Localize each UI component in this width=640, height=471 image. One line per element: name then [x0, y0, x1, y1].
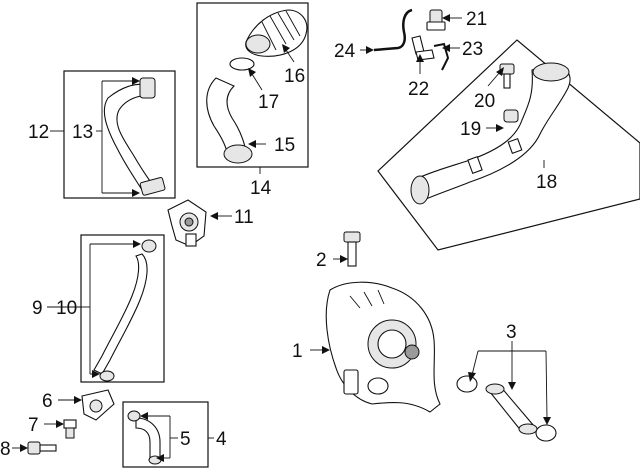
ring-17-part	[229, 57, 255, 71]
hose-5-part	[127, 410, 162, 465]
hose-3-part	[456, 375, 557, 442]
callout-5: 5	[180, 429, 191, 450]
callout-18: 18	[536, 172, 557, 193]
callout-10: 10	[56, 298, 77, 319]
tube-24-part	[373, 8, 413, 52]
callout-16: 16	[284, 66, 305, 87]
water-pump-1-part	[325, 281, 441, 413]
callout-22: 22	[408, 79, 429, 100]
bolt-2-part	[343, 231, 361, 267]
group-box-18	[377, 39, 640, 251]
callout-23: 23	[462, 39, 483, 60]
group-box-4-5	[122, 401, 209, 468]
bolt-20-part	[499, 63, 515, 89]
group-box-9-10	[80, 234, 165, 383]
clip-19-part	[503, 109, 519, 123]
callout-2: 2	[316, 250, 327, 271]
sensor-21-part	[426, 9, 446, 31]
callout-8: 8	[0, 439, 11, 460]
sensor-7-part	[63, 419, 77, 439]
callout-19: 19	[460, 119, 481, 140]
group-box-12-13	[63, 70, 176, 199]
callout-20: 20	[474, 91, 495, 112]
pipe-18-part	[410, 62, 571, 205]
callout-7: 7	[28, 415, 39, 436]
hose-13-part	[103, 77, 166, 196]
clip-23-part	[433, 42, 450, 71]
callout-3: 3	[506, 322, 517, 343]
bolt-8-part	[27, 441, 57, 455]
callout-9: 9	[32, 298, 43, 319]
callout-24: 24	[334, 41, 356, 62]
callout-15: 15	[274, 135, 295, 156]
duct-15-part	[206, 77, 253, 164]
bracket-22-part	[411, 35, 435, 61]
callout-14: 14	[250, 178, 272, 199]
callout-1: 1	[292, 341, 303, 362]
valve-11-part	[167, 199, 207, 247]
hose-10-part	[93, 239, 157, 382]
callout-17: 17	[258, 92, 279, 113]
fitting-6-part	[81, 389, 115, 421]
callout-13: 13	[72, 122, 93, 143]
callout-4: 4	[216, 429, 227, 450]
callout-11: 11	[234, 207, 254, 228]
callout-21: 21	[466, 9, 487, 30]
callout-6: 6	[42, 391, 53, 412]
callout-12: 12	[28, 122, 49, 143]
intake-tube-16-part	[245, 9, 308, 57]
group-box-14	[196, 2, 309, 168]
